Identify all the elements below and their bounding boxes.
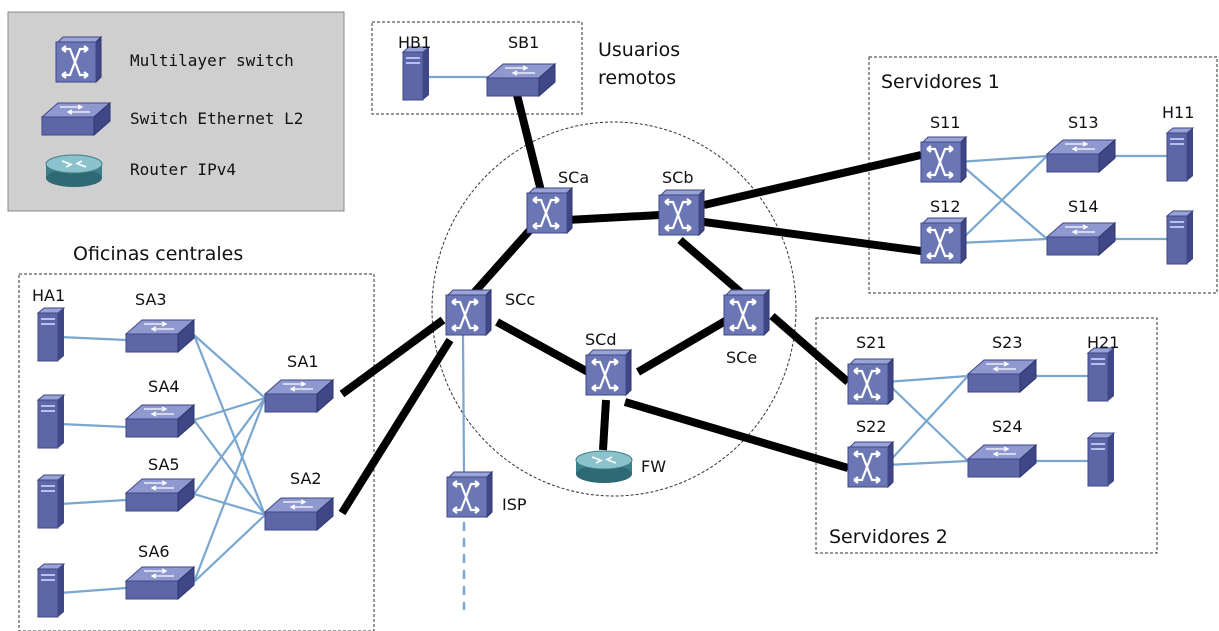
switch-s21-icon[interactable] xyxy=(846,357,895,406)
label-s24: S24 xyxy=(992,417,1023,436)
label-s12: S12 xyxy=(930,197,961,216)
label-sa5: SA5 xyxy=(148,455,180,474)
switch-s12-icon[interactable] xyxy=(919,216,968,265)
label-sca: SCa xyxy=(558,168,589,187)
label-scb: SCb xyxy=(662,168,693,187)
label-s11: S11 xyxy=(930,113,961,132)
host-h21-icon[interactable] xyxy=(1087,347,1115,402)
label-fw: FW xyxy=(641,457,666,476)
label-hb1: HB1 xyxy=(398,33,431,52)
label-sb1: SB1 xyxy=(508,33,539,52)
group-label-remote-users-2: remotos xyxy=(598,67,676,89)
legend-label-multilayer: Multilayer switch xyxy=(130,51,294,70)
label-h11: H11 xyxy=(1162,103,1194,122)
label-sa2: SA2 xyxy=(290,469,322,488)
group-label-servers1: Servidores 1 xyxy=(881,71,1000,93)
switch-s11-icon[interactable] xyxy=(919,135,968,184)
label-s22: S22 xyxy=(856,417,887,436)
label-s21: S21 xyxy=(856,333,887,352)
legend-l2-switch-icon xyxy=(41,102,111,136)
core-circle xyxy=(431,121,797,497)
servers2-box xyxy=(815,317,1158,554)
switch-sce-icon[interactable] xyxy=(722,288,771,337)
switch-sb1-icon[interactable] xyxy=(486,63,556,97)
switch-isp-icon[interactable] xyxy=(445,470,494,519)
host-a4-icon[interactable] xyxy=(37,563,65,618)
servers1-box xyxy=(868,56,1218,294)
switch-s22-icon[interactable] xyxy=(846,440,895,489)
switch-s23-icon[interactable] xyxy=(967,359,1037,393)
core-links xyxy=(338,94,922,516)
switch-s13-icon[interactable] xyxy=(1046,139,1116,173)
host-a2-icon[interactable] xyxy=(37,394,65,449)
label-sce: SCe xyxy=(726,348,757,367)
access-links xyxy=(59,75,1168,595)
group-label-remote-users-1: Usuarios xyxy=(598,39,680,61)
label-s13: S13 xyxy=(1068,113,1099,132)
label-sa3: SA3 xyxy=(135,290,167,309)
switch-sa6-icon[interactable] xyxy=(125,566,195,600)
label-s23: S23 xyxy=(992,333,1023,352)
switch-scb-icon[interactable] xyxy=(657,188,706,237)
label-ha1: HA1 xyxy=(32,286,65,305)
switch-sca-icon[interactable] xyxy=(525,186,574,235)
legend-multilayer-switch-icon xyxy=(54,35,103,84)
group-label-central-offices: Oficinas centrales xyxy=(73,243,243,265)
switch-sa5-icon[interactable] xyxy=(125,478,195,512)
switch-s24-icon[interactable] xyxy=(967,444,1037,478)
switch-sa1-icon[interactable] xyxy=(264,379,334,413)
switch-sa2-icon[interactable] xyxy=(264,497,334,531)
switch-scd-icon[interactable] xyxy=(584,348,633,397)
remote-users-box xyxy=(371,21,583,115)
switch-scc-icon[interactable] xyxy=(444,288,493,337)
label-sa1: SA1 xyxy=(287,352,319,371)
legend-label-l2: Switch Ethernet L2 xyxy=(130,109,303,128)
switch-s14-icon[interactable] xyxy=(1046,222,1116,256)
label-scc: SCc xyxy=(505,290,535,309)
host-a3-icon[interactable] xyxy=(37,474,65,529)
label-s14: S14 xyxy=(1068,197,1099,216)
label-scd: SCd xyxy=(585,330,616,349)
host-h11-icon[interactable] xyxy=(1166,127,1194,182)
switch-sa4-icon[interactable] xyxy=(125,404,195,438)
label-h21: H21 xyxy=(1087,333,1119,352)
legend-label-router: Router IPv4 xyxy=(130,160,236,179)
label-sa4: SA4 xyxy=(148,377,180,396)
central-offices-box xyxy=(18,273,375,631)
host-s2-second-icon[interactable] xyxy=(1087,432,1115,487)
host-ha1-icon[interactable] xyxy=(37,307,65,362)
label-sa6: SA6 xyxy=(138,542,170,561)
switch-sa3-icon[interactable] xyxy=(125,319,195,353)
host-hb1-icon[interactable] xyxy=(402,46,430,101)
group-label-servers2: Servidores 2 xyxy=(829,526,948,548)
router-fw-icon[interactable] xyxy=(575,450,633,484)
legend-router-icon xyxy=(45,154,103,188)
host-s1-second-icon[interactable] xyxy=(1166,210,1194,265)
label-isp: ISP xyxy=(502,495,527,514)
